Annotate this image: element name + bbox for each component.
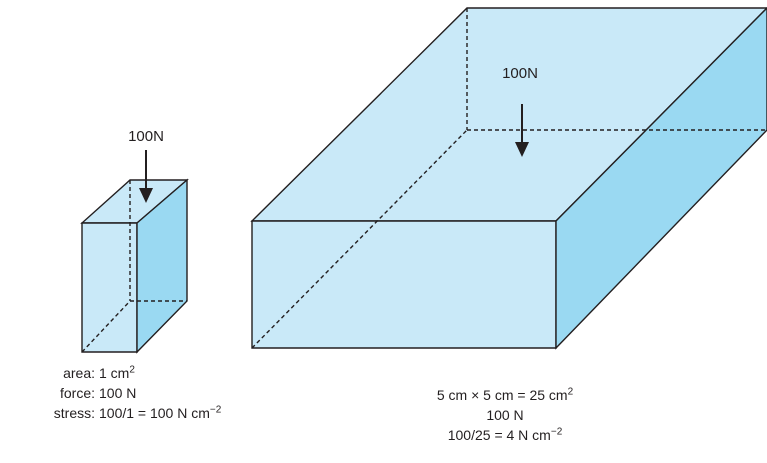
large-block-hidden-edges: [251, 8, 767, 349]
large-stress-line: 100/25 = 4 N cm−2: [447, 426, 563, 443]
small-force-arrow: [139, 150, 153, 203]
force-value: 100 N: [99, 385, 137, 401]
area-value: 1 cm2: [99, 364, 135, 381]
stress-row: stress: 100/1 = 100 N cm−2: [0, 403, 276, 423]
stress-value: 100/1 = 100 N cm−2: [99, 404, 222, 421]
large-force-label: 100N: [502, 65, 538, 82]
force-key: force:: [59, 385, 95, 401]
large-area-line: 5 cm × 5 cm = 25 cm2: [436, 386, 574, 403]
large-block: [250, 7, 767, 350]
small-block-caption: area: 1 cm2 force: 100 N stress: 100/1 =…: [0, 363, 276, 423]
area-row: area: 1 cm2: [0, 363, 276, 383]
large-block-caption: 5 cm × 5 cm = 25 cm2 100 N 100/25 = 4 N …: [340, 385, 670, 445]
large-force-arrow: [515, 104, 529, 157]
small-block-hidden-edges: [81, 180, 187, 353]
area-key: area:: [63, 365, 95, 381]
large-block-side-face: [555, 7, 767, 350]
stress-key: stress:: [53, 405, 95, 421]
small-force-label: 100N: [128, 128, 164, 145]
large-block-front-face: [251, 220, 557, 349]
small-block: [80, 178, 189, 354]
force-row: force: 100 N: [0, 383, 276, 403]
large-force-line: 100 N: [486, 407, 524, 423]
small-block-front-face: [81, 222, 138, 353]
